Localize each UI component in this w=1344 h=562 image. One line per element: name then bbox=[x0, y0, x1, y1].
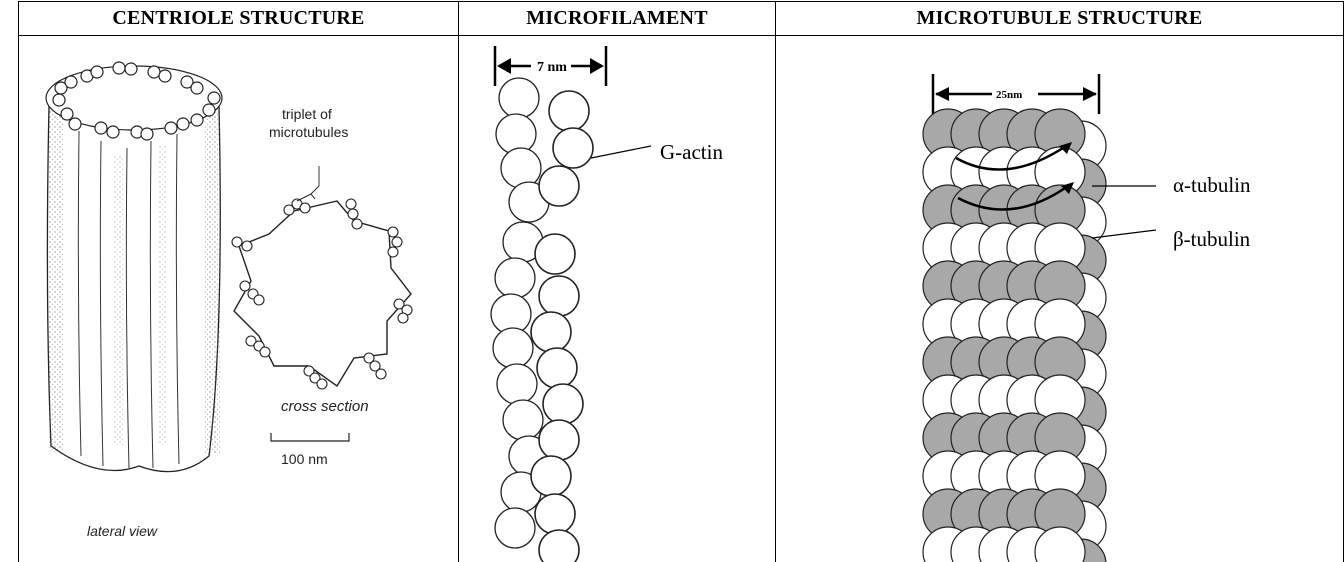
microfilament-width-label: 7 nm bbox=[537, 60, 567, 75]
header-microtubule-structure: MICROTUBULE STRUCTURE bbox=[776, 2, 1343, 35]
header-centriole-structure: CENTRIOLE STRUCTURE bbox=[19, 2, 458, 35]
centriole-diagram: lateral view trip bbox=[19, 36, 458, 562]
centriole-panel: lateral view trip bbox=[19, 36, 458, 562]
cross-section-label: cross section bbox=[281, 398, 369, 415]
scale-bar bbox=[271, 433, 349, 441]
g-actin-label: G-actin bbox=[660, 140, 723, 164]
microtubule-panel: 25nm α-tubulin β-tubulin bbox=[776, 36, 1343, 562]
triplet-label-line1: triplet of bbox=[282, 106, 332, 122]
microtubule-width-label: 25nm bbox=[996, 89, 1022, 101]
g-actin-pointer-line bbox=[591, 146, 651, 158]
triplet-label-line2: microtubules bbox=[269, 124, 348, 140]
lateral-view-label: lateral view bbox=[87, 523, 158, 539]
alpha-tubulin-label: α-tubulin bbox=[1173, 173, 1251, 197]
header-microfilament: MICROFILAMENT bbox=[459, 2, 775, 35]
centriole-lateral-view: lateral view bbox=[46, 62, 222, 539]
tubulin-helix bbox=[923, 109, 1106, 562]
centriole-cross-section: triplet of microtubules cross section 10… bbox=[232, 106, 412, 467]
microfilament-panel: 7 nm bbox=[459, 36, 775, 562]
microfilament-diagram: 7 nm bbox=[459, 36, 775, 562]
beta-tubulin-label: β-tubulin bbox=[1173, 227, 1251, 251]
scale-bar-label: 100 nm bbox=[281, 451, 328, 467]
microtubule-diagram: 25nm α-tubulin β-tubulin bbox=[776, 36, 1343, 562]
